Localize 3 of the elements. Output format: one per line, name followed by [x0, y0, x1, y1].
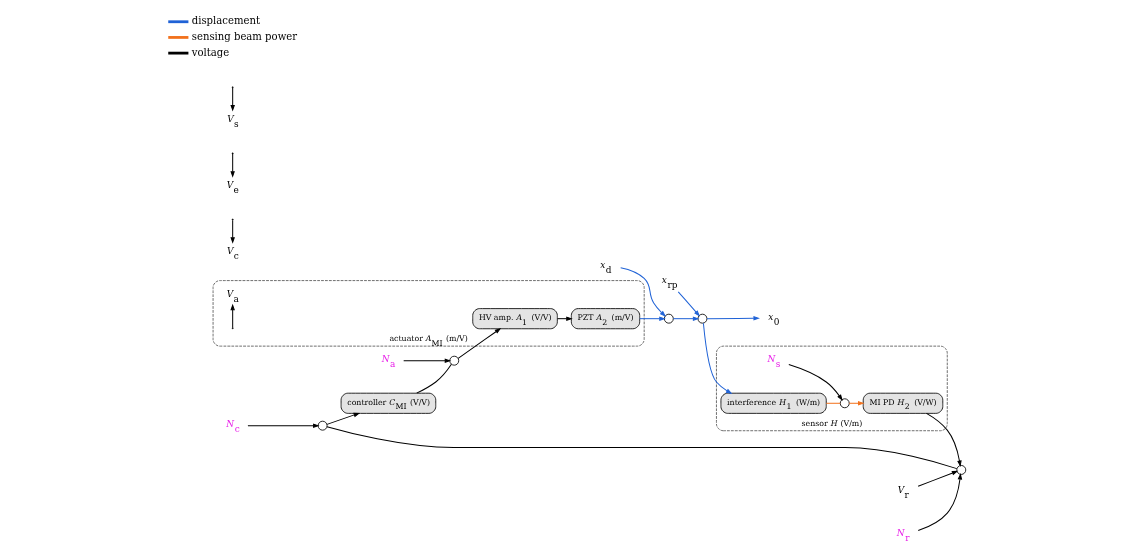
- legend-label: sensing beam power: [191, 30, 297, 42]
- legend-label: displacement: [191, 15, 260, 27]
- legend-label: voltage: [191, 46, 229, 58]
